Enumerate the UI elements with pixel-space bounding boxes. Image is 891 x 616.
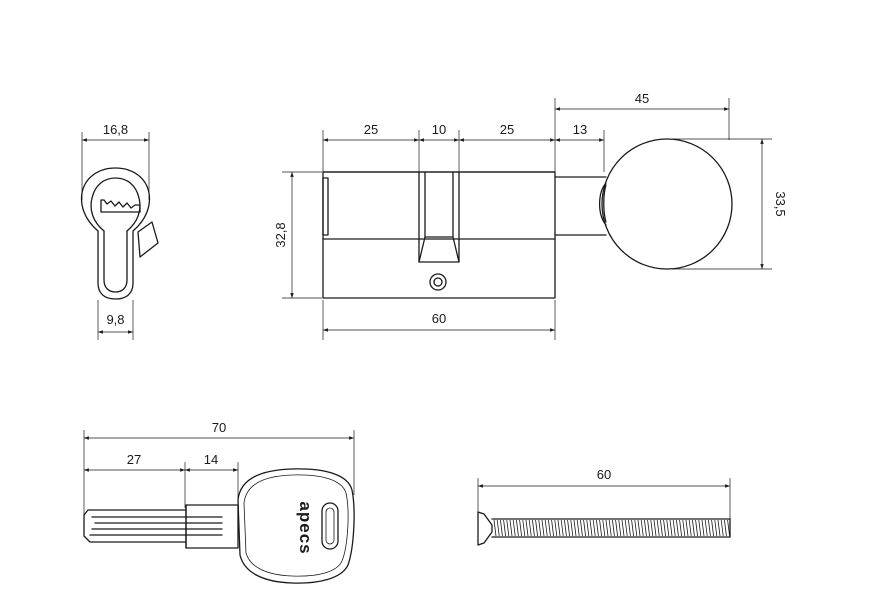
dim-height-body: 32,8 xyxy=(273,222,288,247)
key-collar xyxy=(185,504,239,549)
screw-head xyxy=(477,511,493,546)
key-head xyxy=(237,468,355,584)
knob-shaft xyxy=(554,176,607,236)
cylinder-body xyxy=(322,171,556,299)
dim-b: 25 xyxy=(500,122,514,137)
cam-slot xyxy=(418,171,460,263)
cam-lever xyxy=(137,221,159,258)
dim-knob-shaft: 13 xyxy=(573,122,587,137)
dim-a: 25 xyxy=(364,122,378,137)
screw-thread xyxy=(493,519,730,537)
side-view: 25 10 25 13 45 32,8 33,5 xyxy=(273,91,788,340)
screw-hole xyxy=(429,273,447,291)
screw-view: 60 xyxy=(477,467,731,546)
key-view: 70 27 14 apecs xyxy=(83,420,355,584)
dim-key-collar: 14 xyxy=(204,452,218,467)
front-view: 16,8 9,8 xyxy=(80,122,159,340)
cylinder-profile xyxy=(80,167,151,300)
dim-screw-length: 60 xyxy=(597,467,611,482)
dim-height-knob: 33,5 xyxy=(773,191,788,216)
dim-center: 10 xyxy=(432,122,446,137)
dim-key-blade: 27 xyxy=(127,452,141,467)
dim-width-bottom: 9,8 xyxy=(106,312,124,327)
dim-width-top: 16,8 xyxy=(103,122,128,137)
key-ring-hole xyxy=(321,502,339,550)
key-blade xyxy=(83,509,187,543)
dim-key-total: 70 xyxy=(212,420,226,435)
dim-knob-total: 45 xyxy=(635,91,649,106)
keyway-icon xyxy=(100,199,141,213)
thumb-turn-knob xyxy=(601,138,733,270)
key-brand-logo: apecs xyxy=(296,501,315,554)
dim-length-body: 60 xyxy=(432,311,446,326)
